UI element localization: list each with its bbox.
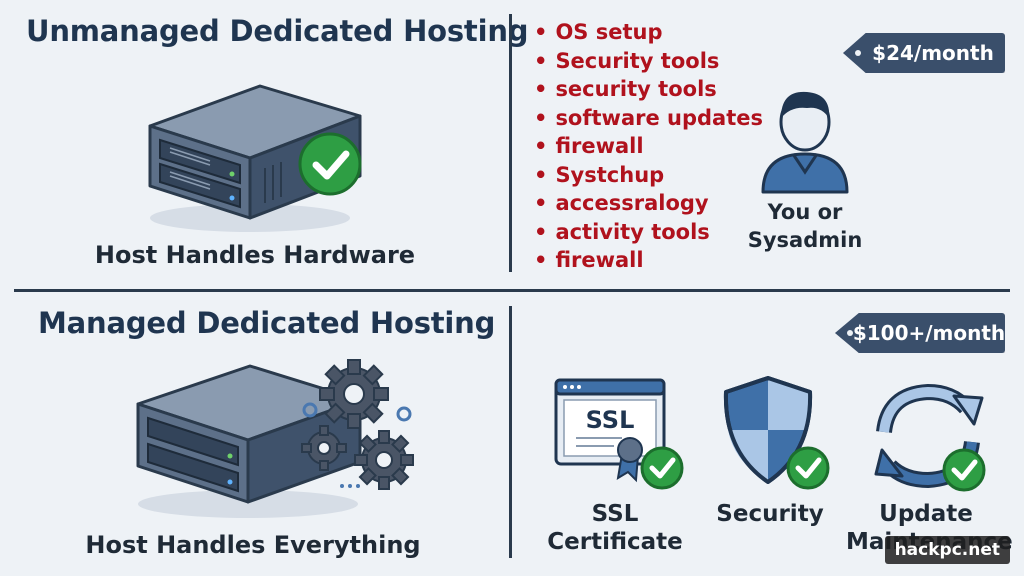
person-label-line2: Sysadmin [747,228,863,252]
feature-label-line1: Update [879,501,973,527]
managed-title: Managed Dedicated Hosting [38,306,496,340]
horizontal-divider [14,289,1010,292]
list-item: Systchup [534,161,763,190]
feature-label-ssl: SSL Certificate [540,500,690,556]
user-icon [761,91,849,194]
list-item: software updates [534,104,763,133]
feature-label-line1: Security [716,501,824,527]
server-gears-icon [136,359,414,518]
tag-hole [855,50,861,56]
vertical-divider-top [509,14,512,272]
feature-label-line2: Certificate [547,529,683,555]
list-item: security tools [534,75,763,104]
refresh-icon [874,383,986,492]
unmanaged-task-list: OS setup Security tools security tools s… [534,18,763,275]
price-tag-managed: $100+/month [835,313,1005,353]
person-label: You or Sysadmin [730,198,880,254]
shield-icon [723,376,830,490]
unmanaged-title: Unmanaged Dedicated Hosting [26,14,529,48]
tag-hole [847,330,853,336]
ssl-certificate-icon: SSL [554,378,684,490]
list-item: firewall [534,132,763,161]
feature-label-line1: SSL [591,501,639,527]
vertical-divider-bottom [509,306,512,558]
unmanaged-server-caption: Host Handles Hardware [94,241,416,269]
price-tag-unmanaged: $24/month [843,33,1005,73]
list-item: Security tools [534,47,763,76]
watermark: hackpc.net [884,536,1010,564]
feature-label-security: Security [700,500,840,528]
price-text: $24/month [872,41,994,65]
price-text: $100+/month [852,321,1006,345]
list-item: firewall [534,246,763,275]
managed-server-caption: Host Handles Everything [85,531,421,559]
ssl-text: SSL [586,406,635,434]
server-check-icon [148,84,362,232]
list-item: activity tools [534,218,763,247]
list-item: OS setup [534,18,763,47]
list-item: accessralogy [534,189,763,218]
person-label-line1: You or [767,200,843,224]
